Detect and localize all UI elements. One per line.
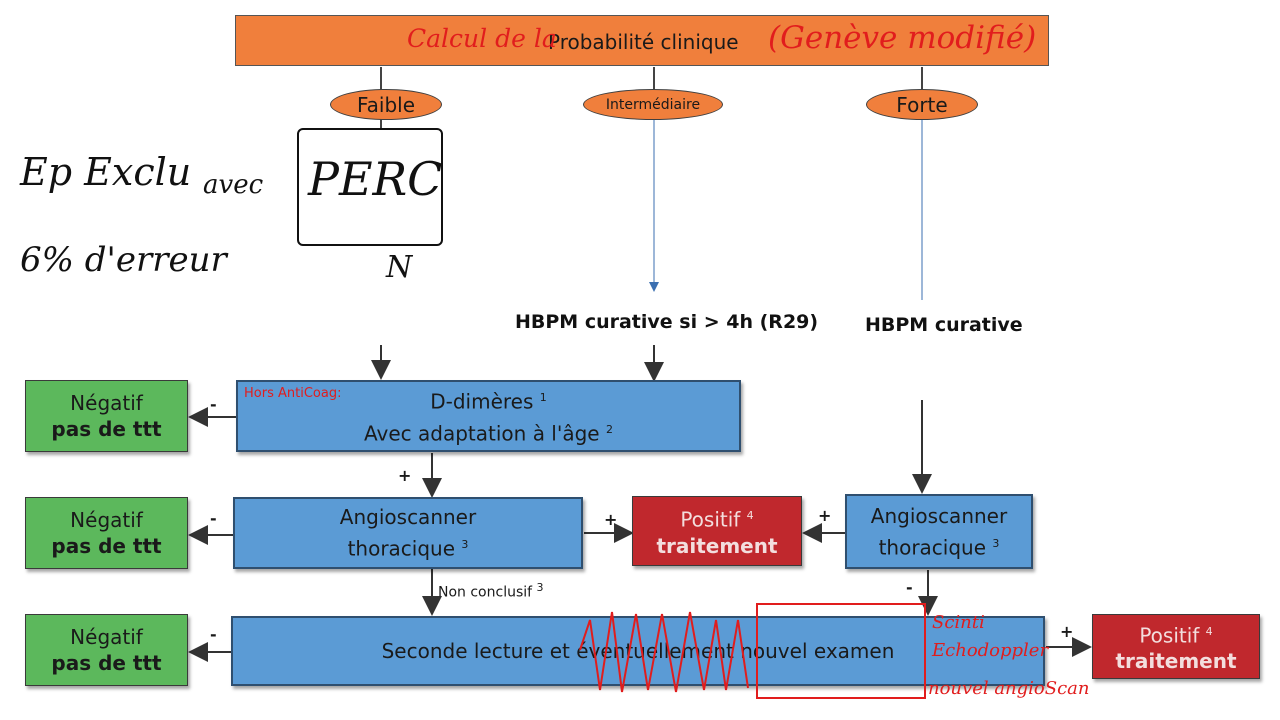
hbpm-intermediate-label: HBPM curative si > 4h (R29): [515, 311, 819, 333]
handwritten-geneve-label: (Genève modifié): [768, 20, 1037, 56]
positive-mid-box: Positif 4 traitement: [632, 496, 802, 566]
level-high-oval: Forte: [866, 89, 978, 120]
minus-angio-left: -: [210, 509, 217, 528]
level-intermediate-oval: Intermédiaire: [583, 89, 723, 120]
angioscanner-right-box: Angioscanner thoracique 3: [845, 494, 1033, 569]
handwritten-ep-exclu: Ep Exclu: [20, 150, 192, 194]
plus-ddimer: +: [398, 466, 412, 485]
handwritten-nouvel-angioscan: nouvel angioScan: [928, 678, 1090, 699]
handwritten-error-rate: 6% d'erreur: [20, 240, 227, 280]
plus-angio-right: +: [818, 506, 832, 525]
page-title: Probabilité clinique: [548, 30, 739, 54]
minus-angio-right: -: [906, 578, 913, 597]
inconclusive-label: Non conclusif 3: [438, 581, 544, 601]
ddimer-box: D-dimères 1 Avec adaptation à l'âge 2: [236, 380, 741, 452]
perc-result: N: [386, 250, 413, 285]
level-low-oval: Faible: [330, 89, 442, 120]
negative-box-second-read: Négatif pas de ttt: [25, 614, 188, 686]
header-bar: [235, 15, 1049, 66]
ddimer-anticoag-note: Hors AntiCoag:: [244, 386, 342, 401]
handwritten-calcul-label: Calcul de la: [407, 24, 557, 53]
plus-second-read: +: [1060, 622, 1074, 641]
minus-second-read: -: [210, 625, 217, 644]
perc-box: [297, 128, 443, 246]
positive-bottom-box: Positif 4 traitement: [1092, 614, 1260, 679]
second-read-box: Seconde lecture et éventuellement nouvel…: [231, 616, 1045, 686]
handwritten-echodoppler: Echodoppler: [932, 640, 1049, 661]
plus-angio-left: +: [604, 510, 618, 529]
angioscanner-left-box: Angioscanner thoracique 3: [233, 497, 583, 569]
minus-ddimer: -: [210, 395, 217, 414]
perc-label: PERC: [308, 152, 443, 206]
handwritten-avec: avec: [203, 170, 264, 200]
hbpm-high-label: HBPM curative: [865, 314, 1023, 336]
handwritten-scinti: Scinti: [932, 612, 985, 633]
negative-box-ddimer: Négatif pas de ttt: [25, 380, 188, 452]
negative-box-angio: Négatif pas de ttt: [25, 497, 188, 569]
